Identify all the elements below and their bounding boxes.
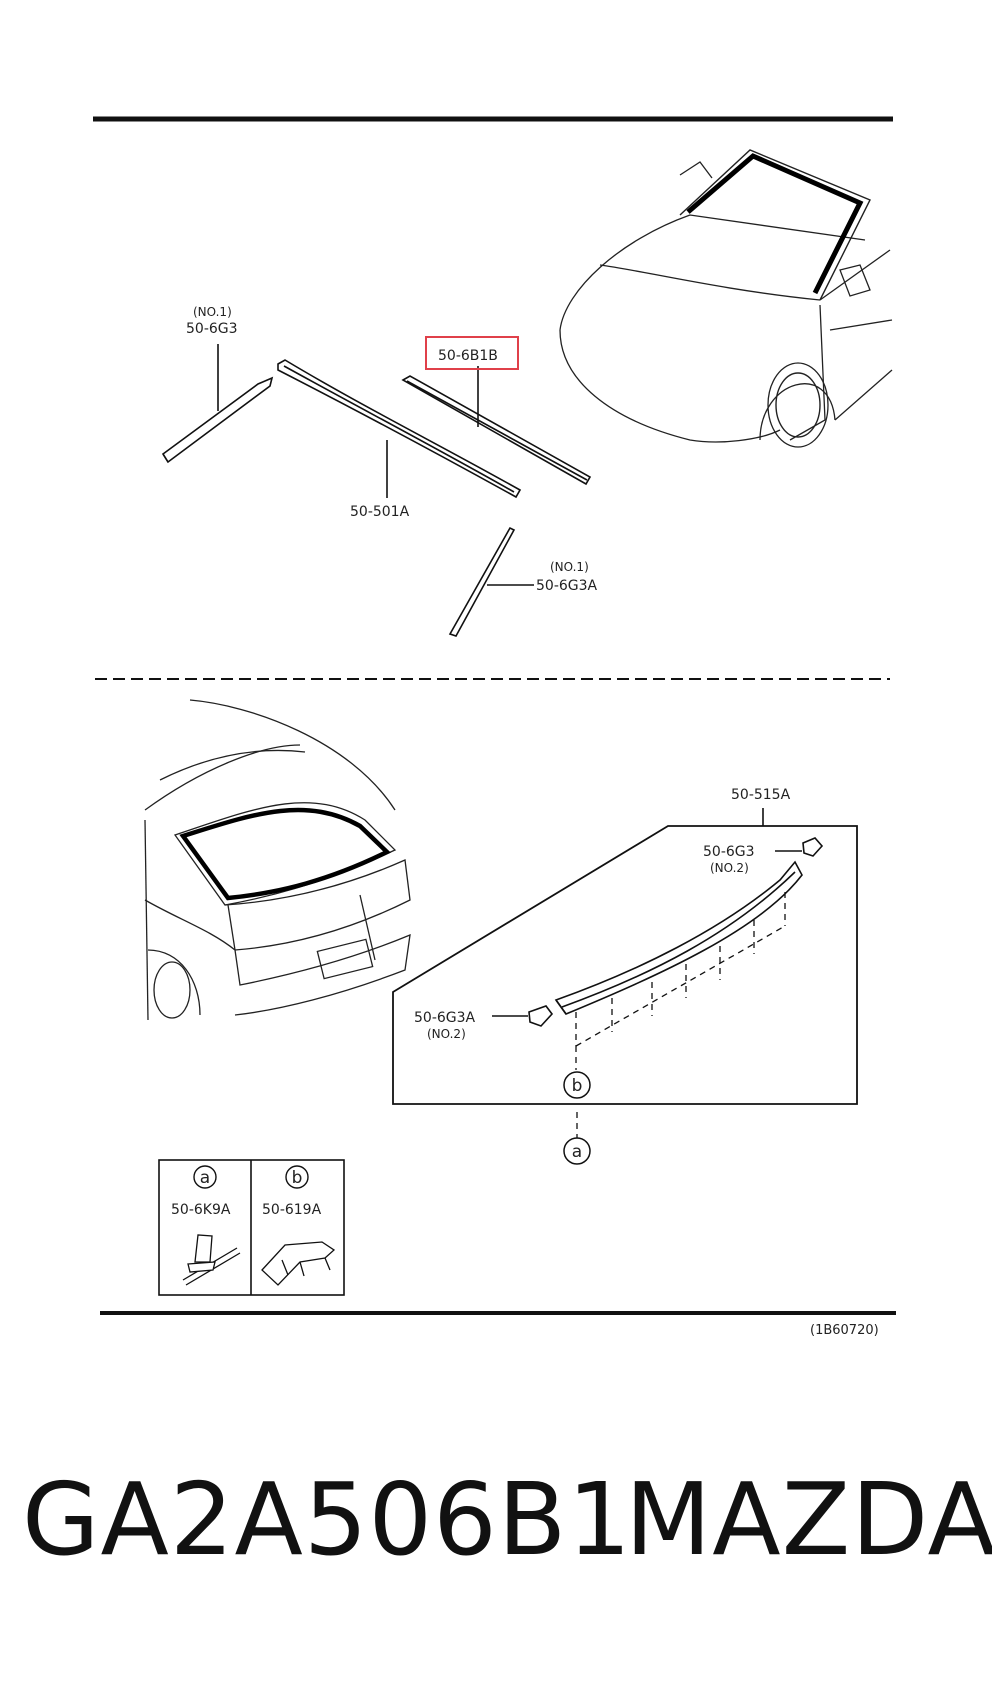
label-front-left-code: 50-6G3	[186, 321, 238, 337]
rear-clip-left	[492, 1005, 554, 1027]
label-front-right-code: 50-6G3A	[536, 578, 598, 594]
label-rear-assembly-code: 50-515A	[731, 787, 791, 803]
label-front-center-code: 50-501A	[350, 504, 410, 520]
rear-clip-top	[775, 837, 824, 857]
part-front-center-molding	[277, 359, 522, 499]
label-rear-clip-left-no: (NO.2)	[427, 1027, 466, 1041]
part-front-left-molding	[161, 344, 274, 464]
label-rear-clip-top-code: 50-6G3	[703, 844, 755, 860]
part-number: GA2A506B1	[22, 1461, 633, 1578]
legend-b-letter: b	[292, 1168, 303, 1188]
legend-a-letter: a	[200, 1168, 210, 1188]
label-rear-clip-top-no: (NO.2)	[710, 861, 749, 875]
parts-diagram: (NO.1) 50-6G3 50-501A 50-6B1B (NO.1) 50-…	[93, 116, 896, 1338]
label-front-no1-right: (NO.1)	[550, 560, 589, 574]
reference-code: (1B60720)	[810, 1323, 879, 1338]
footer: GA2A506B1 MAZDA	[0, 1465, 992, 1575]
highlight-box	[425, 336, 519, 370]
front-car-illustration	[559, 149, 893, 448]
part-front-pillar-molding	[448, 526, 534, 637]
fastener-legend	[158, 1159, 345, 1296]
part-front-highlight-molding	[401, 366, 592, 486]
brand-name: MAZDA	[625, 1461, 992, 1578]
callout-a-circle	[563, 1137, 591, 1165]
callout-b-circle	[563, 1071, 591, 1099]
label-front-no1-left: (NO.1)	[193, 305, 232, 319]
part-rear-spoiler-molding	[554, 860, 803, 1070]
label-front-highlight-code: 50-6B1B	[438, 348, 498, 364]
legend-a-code: 50-6K9A	[171, 1202, 231, 1218]
rear-car-illustration	[144, 699, 411, 1021]
callout-a: a	[572, 1142, 582, 1162]
rear-assembly-box	[392, 825, 858, 1105]
legend-b-code: 50-619A	[262, 1202, 322, 1218]
callout-b: b	[572, 1076, 583, 1096]
label-rear-clip-left-code: 50-6G3A	[414, 1010, 476, 1026]
